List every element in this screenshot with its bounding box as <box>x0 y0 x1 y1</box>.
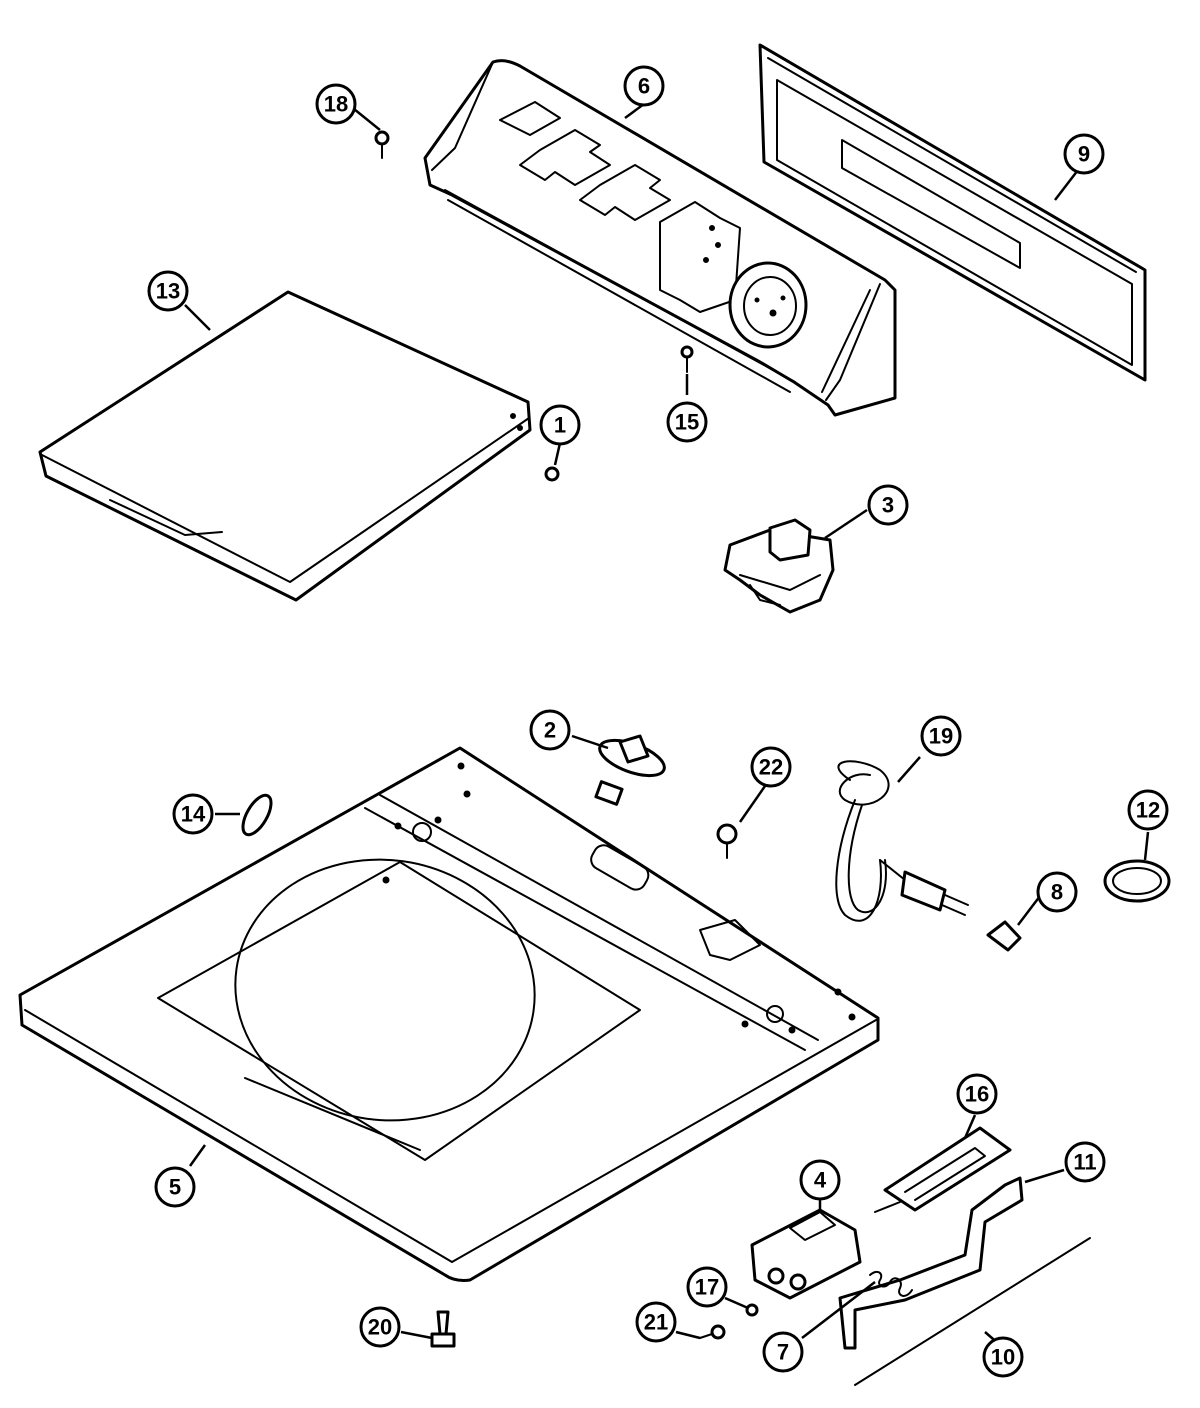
washer-lid <box>38 290 532 602</box>
svg-text:12: 12 <box>1136 798 1160 823</box>
svg-text:13: 13 <box>156 279 180 304</box>
bumper-part <box>544 466 560 482</box>
svg-text:15: 15 <box>675 410 699 435</box>
svg-text:14: 14 <box>181 802 206 827</box>
switch-assembly <box>750 1208 862 1300</box>
svg-text:20: 20 <box>368 1315 392 1340</box>
svg-text:10: 10 <box>991 1345 1015 1370</box>
latch-strike <box>594 734 666 806</box>
callout-21: 21 <box>635 1301 677 1343</box>
callout-5: 5 <box>154 1166 196 1208</box>
svg-text:4: 4 <box>814 1168 827 1193</box>
callout-8: 8 <box>1036 871 1078 913</box>
svg-text:5: 5 <box>169 1175 181 1200</box>
svg-text:9: 9 <box>1078 142 1090 167</box>
group-bracket-line <box>854 1237 1091 1386</box>
power-cord <box>835 760 969 922</box>
screw-part-21 <box>699 1324 726 1340</box>
svg-text:11: 11 <box>1073 1150 1096 1175</box>
callout-22: 22 <box>750 746 792 788</box>
callout-9: 9 <box>1063 133 1105 175</box>
control-console <box>423 59 897 417</box>
callout-12: 12 <box>1127 789 1169 831</box>
callout-15: 15 <box>666 401 708 443</box>
svg-text:19: 19 <box>929 724 953 749</box>
svg-text:17: 17 <box>695 1275 719 1300</box>
leader-lines <box>184 102 1150 1346</box>
callout-10: 10 <box>982 1336 1024 1378</box>
callout-2: 2 <box>529 709 571 751</box>
svg-text:3: 3 <box>882 493 894 518</box>
callout-11: 11 <box>1064 1141 1106 1183</box>
screw-part-17 <box>745 1303 759 1317</box>
callout-19: 19 <box>920 715 962 757</box>
screw-part-18 <box>374 130 390 159</box>
svg-text:2: 2 <box>544 718 556 743</box>
cap-part-14 <box>241 793 273 837</box>
lid-switch <box>723 518 835 614</box>
callout-1: 1 <box>539 404 581 446</box>
callout-17: 17 <box>686 1266 728 1308</box>
knob-part-8 <box>986 920 1022 952</box>
callout-6: 6 <box>623 65 665 107</box>
screw-part-22 <box>716 823 738 859</box>
callout-4: 4 <box>799 1159 841 1201</box>
svg-text:22: 22 <box>759 755 783 780</box>
washer-top <box>18 746 880 1282</box>
callout-20: 20 <box>359 1306 401 1348</box>
clamp-ring <box>1103 859 1171 903</box>
svg-text:21: 21 <box>644 1310 668 1335</box>
callout-14: 14 <box>172 793 214 835</box>
svg-text:18: 18 <box>324 92 348 117</box>
callout-16: 16 <box>956 1073 998 1115</box>
callout-3: 3 <box>867 484 909 526</box>
svg-text:8: 8 <box>1051 880 1063 905</box>
bracket-part-16 <box>874 1126 1012 1213</box>
svg-text:6: 6 <box>638 74 650 99</box>
screw-part-15 <box>680 345 694 373</box>
svg-text:16: 16 <box>965 1082 989 1107</box>
callout-7: 7 <box>762 1331 804 1373</box>
screw-part-20 <box>430 1310 456 1348</box>
actuator-linkage <box>838 1176 1024 1350</box>
callout-13: 13 <box>147 270 189 312</box>
svg-text:1: 1 <box>554 413 566 438</box>
spring-part <box>869 1270 913 1297</box>
callout-18: 18 <box>315 83 357 125</box>
svg-text:7: 7 <box>777 1340 789 1365</box>
backsplash-panel <box>758 43 1147 382</box>
